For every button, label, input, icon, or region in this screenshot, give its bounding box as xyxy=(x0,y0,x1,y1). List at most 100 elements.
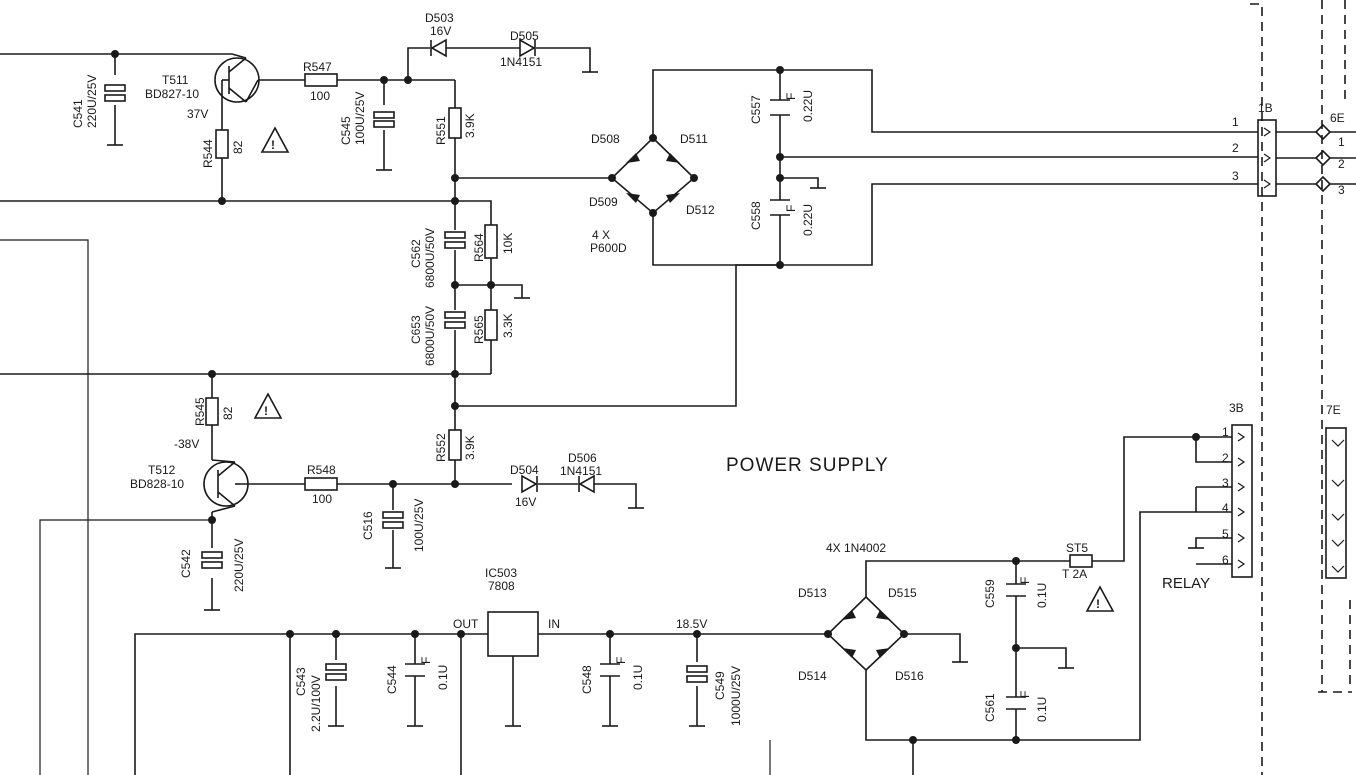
r545-ref: R545 xyxy=(193,397,207,426)
d516-ref: D516 xyxy=(895,669,924,683)
svg-text:!: ! xyxy=(264,404,268,418)
d515-ref: D515 xyxy=(888,586,917,600)
d506-ref: D506 xyxy=(568,451,597,465)
c558-ref: C558 xyxy=(749,201,763,230)
c561-ref: C561 xyxy=(983,693,997,722)
diagram-title: POWER SUPPLY xyxy=(726,455,889,476)
r544-ref: R544 xyxy=(201,139,215,168)
d511-ref: D511 xyxy=(680,132,708,146)
bridge-rectifier-2 xyxy=(826,596,906,672)
t511-type: BD827-10 xyxy=(145,87,199,101)
r551-value: 3.9K xyxy=(463,113,477,138)
c557-value: 0.22U xyxy=(801,90,815,122)
connector-1b-pin2: 2 xyxy=(1232,141,1239,155)
transistor-t512 xyxy=(203,459,249,513)
c559-mark: F xyxy=(1018,577,1032,584)
connector-7e-pins xyxy=(1331,439,1345,573)
c543-value: 2.2U/100V xyxy=(309,675,323,732)
c541-value: 220U/25V xyxy=(85,75,99,128)
d504-value: 16V xyxy=(515,495,536,509)
d508-ref: D508 xyxy=(591,132,620,146)
c548-mark: F xyxy=(614,657,628,664)
c516-ref: C516 xyxy=(361,511,375,540)
bridge1-qty: 4 X xyxy=(592,228,610,242)
connector-6e-ref: 6E xyxy=(1330,111,1345,125)
c653-value: 6800U/50V xyxy=(423,306,437,366)
c557-ref: C557 xyxy=(749,95,763,124)
c545-ref: C545 xyxy=(339,116,353,145)
c561-value: 0.1U xyxy=(1035,697,1049,722)
connector-1b-pin1: 1 xyxy=(1232,115,1239,129)
connector-6e-pin2: 2 xyxy=(1338,157,1345,171)
d505-ref: D505 xyxy=(510,29,539,43)
t512-type: BD828-10 xyxy=(130,477,184,491)
r552-ref: R552 xyxy=(434,433,448,462)
ic503-in-label: IN xyxy=(548,617,560,631)
r564-ref: R564 xyxy=(472,233,486,262)
r551-ref: R551 xyxy=(434,116,448,145)
connector-1b-ref: 1B xyxy=(1258,101,1273,115)
connector-6e-pin3: 3 xyxy=(1338,183,1345,197)
d505-value: 1N4151 xyxy=(500,55,542,69)
ic503-ref: IC503 xyxy=(485,566,517,580)
relay-label: RELAY xyxy=(1162,575,1210,592)
connector-3b-pin4: 4 xyxy=(1222,501,1229,515)
c558-mark: F xyxy=(784,205,798,212)
connector-6e-pin1: 1 xyxy=(1338,135,1345,149)
fuse-st5-body xyxy=(1069,554,1093,568)
connector-3b-pin1: 1 xyxy=(1222,425,1229,439)
bridge1-part: P600D xyxy=(590,241,627,255)
connector-1b-body xyxy=(1257,119,1277,197)
r564-value: 10K xyxy=(501,233,515,254)
connector-3b-pin3: 3 xyxy=(1222,476,1229,490)
t512-voltage: -38V xyxy=(174,437,199,451)
c549-value: 1000U/25V xyxy=(729,666,743,726)
ic503-part: 7808 xyxy=(488,579,515,593)
c545-value: 100U/25V xyxy=(353,92,367,145)
board-outline xyxy=(769,0,1352,775)
connector-6e-pins xyxy=(1314,123,1332,193)
t511-voltage: 37V xyxy=(187,107,208,121)
c562-ref: C562 xyxy=(409,239,423,268)
c561-mark: F xyxy=(1018,691,1032,698)
wires xyxy=(0,47,1356,775)
ic503-body xyxy=(487,611,539,657)
c516-value: 100U/25V xyxy=(412,499,426,552)
c562-value: 6800U/50V xyxy=(423,228,437,288)
ic503-out-label: OUT xyxy=(453,617,479,631)
c548-value: 0.1U xyxy=(631,665,645,690)
d503-ref: D503 xyxy=(425,11,454,25)
t512-ref: T512 xyxy=(148,463,176,477)
diodes xyxy=(430,38,595,494)
c559-value: 0.1U xyxy=(1035,583,1049,608)
r548-value: 100 xyxy=(312,492,332,506)
c557-mark: F xyxy=(784,93,798,100)
d512-ref: D512 xyxy=(686,203,715,217)
c544-value: 0.1U xyxy=(436,665,450,690)
c544-mark: F xyxy=(419,657,433,664)
r545-value: 82 xyxy=(221,406,235,420)
bridge2-label: 4X 1N4002 xyxy=(826,541,886,555)
d513-ref: D513 xyxy=(798,586,827,600)
warning-icon: ! xyxy=(1085,585,1115,612)
connector-3b-pins xyxy=(1237,432,1246,569)
rail-voltage-18v5: 18.5V xyxy=(676,617,707,631)
bridge-rectifier-1 xyxy=(610,137,696,215)
svg-text:!: ! xyxy=(271,138,275,152)
connector-1b-pin3: 3 xyxy=(1232,169,1239,183)
connector-3b-pin6: 6 xyxy=(1222,553,1229,567)
warning-icon: ! xyxy=(260,126,290,153)
warning-icon: ! xyxy=(253,392,283,419)
transistor-t511 xyxy=(214,53,260,103)
r565-value: 3.3K xyxy=(501,313,515,338)
st5-rating: T 2A xyxy=(1062,567,1087,581)
c544-ref: C544 xyxy=(385,665,399,694)
c558-value: 0.22U xyxy=(801,204,815,236)
r548-ref: R548 xyxy=(307,463,336,477)
c549-ref: C549 xyxy=(713,671,727,700)
connector-7e-ref: 7E xyxy=(1326,403,1341,417)
d509-ref: D509 xyxy=(589,195,618,209)
c542-ref: C542 xyxy=(179,549,193,578)
c542-value: 220U/25V xyxy=(232,539,246,592)
